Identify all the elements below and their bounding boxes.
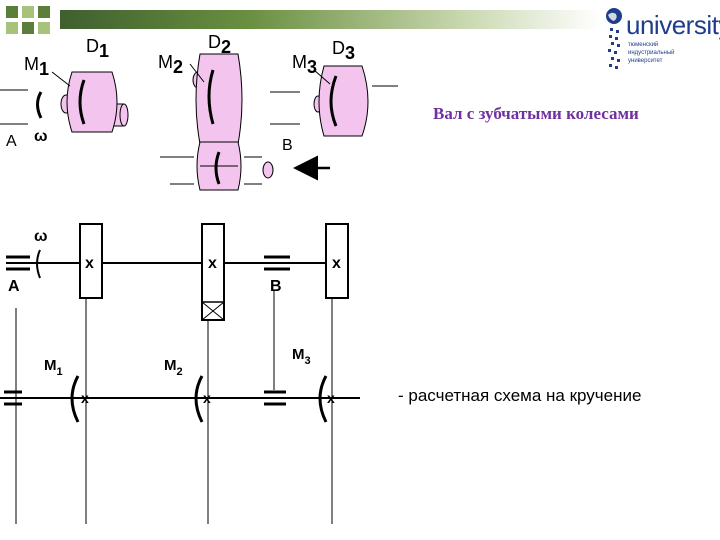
gear-2-block bbox=[201, 223, 225, 321]
gear-3-block bbox=[325, 223, 349, 299]
omega-arc-middle bbox=[36, 249, 41, 279]
moment-m1-arc bbox=[70, 375, 80, 423]
square-4 bbox=[6, 22, 18, 34]
moment-m2-arc bbox=[194, 375, 204, 423]
square-5 bbox=[22, 22, 34, 34]
m3-cross-bottom: x bbox=[327, 390, 335, 406]
support-b-label-middle: B bbox=[270, 278, 282, 295]
scheme-caption: - расчетная схема на кручение bbox=[398, 386, 642, 405]
square-6 bbox=[38, 22, 50, 34]
coupling-symbol bbox=[201, 301, 225, 321]
support-b-symbol bbox=[264, 255, 290, 271]
gear-2-cross: x bbox=[208, 255, 217, 272]
logo-line-3: университет bbox=[628, 58, 663, 64]
square-2 bbox=[22, 6, 34, 18]
globe-icon bbox=[606, 8, 622, 24]
gear-1-cross: x bbox=[85, 255, 94, 272]
omega-arc-top bbox=[36, 91, 43, 119]
d1-label: D1 bbox=[86, 36, 109, 61]
square-3 bbox=[38, 6, 50, 18]
square-1 bbox=[6, 6, 18, 18]
gear-1-block bbox=[79, 223, 103, 299]
support-a-symbol-bottom bbox=[4, 390, 22, 406]
gear-3-3d bbox=[270, 65, 398, 137]
logo-line-1: тюменский bbox=[628, 42, 659, 48]
logo-wordmark: university bbox=[626, 10, 720, 40]
gear-2-3d bbox=[160, 53, 274, 191]
d3-label: D3 bbox=[332, 38, 355, 63]
m3-leader bbox=[313, 69, 331, 85]
m2-label-top: M2 bbox=[158, 52, 183, 77]
omega-label-top: ω bbox=[34, 128, 48, 145]
d2-label: D2 bbox=[208, 32, 231, 57]
support-a-label-top: A bbox=[6, 133, 17, 150]
m2-leader bbox=[189, 63, 205, 83]
m1-label-bottom: M1 bbox=[44, 357, 63, 378]
support-a-symbol bbox=[6, 255, 30, 271]
m3-label-bottom: M3 bbox=[292, 346, 311, 367]
m2-label-bottom: M2 bbox=[164, 357, 183, 378]
m1-label-top: M1 bbox=[24, 54, 49, 79]
logo-dot-pattern bbox=[608, 28, 620, 69]
university-logo: university тюменский индустриальный унив… bbox=[604, 4, 720, 72]
support-a-label-middle: A bbox=[8, 278, 20, 295]
m1-leader bbox=[51, 71, 71, 87]
m2-cross-bottom: x bbox=[203, 390, 211, 406]
slide-title: Вал с зубчатыми колесами bbox=[433, 104, 639, 123]
header-gradient-bar bbox=[60, 10, 600, 29]
support-b-symbol-bottom bbox=[264, 390, 286, 406]
moment-m3-arc bbox=[318, 375, 328, 423]
logo-line-2: индустриальный bbox=[628, 50, 675, 56]
m3-label-top: M3 bbox=[292, 52, 317, 77]
support-b-label-top: B bbox=[282, 137, 293, 154]
omega-label-middle: ω bbox=[34, 228, 48, 245]
m1-cross-bottom: x bbox=[81, 390, 89, 406]
gear-1-3d bbox=[60, 71, 129, 133]
gear-3-cross: x bbox=[332, 255, 341, 272]
